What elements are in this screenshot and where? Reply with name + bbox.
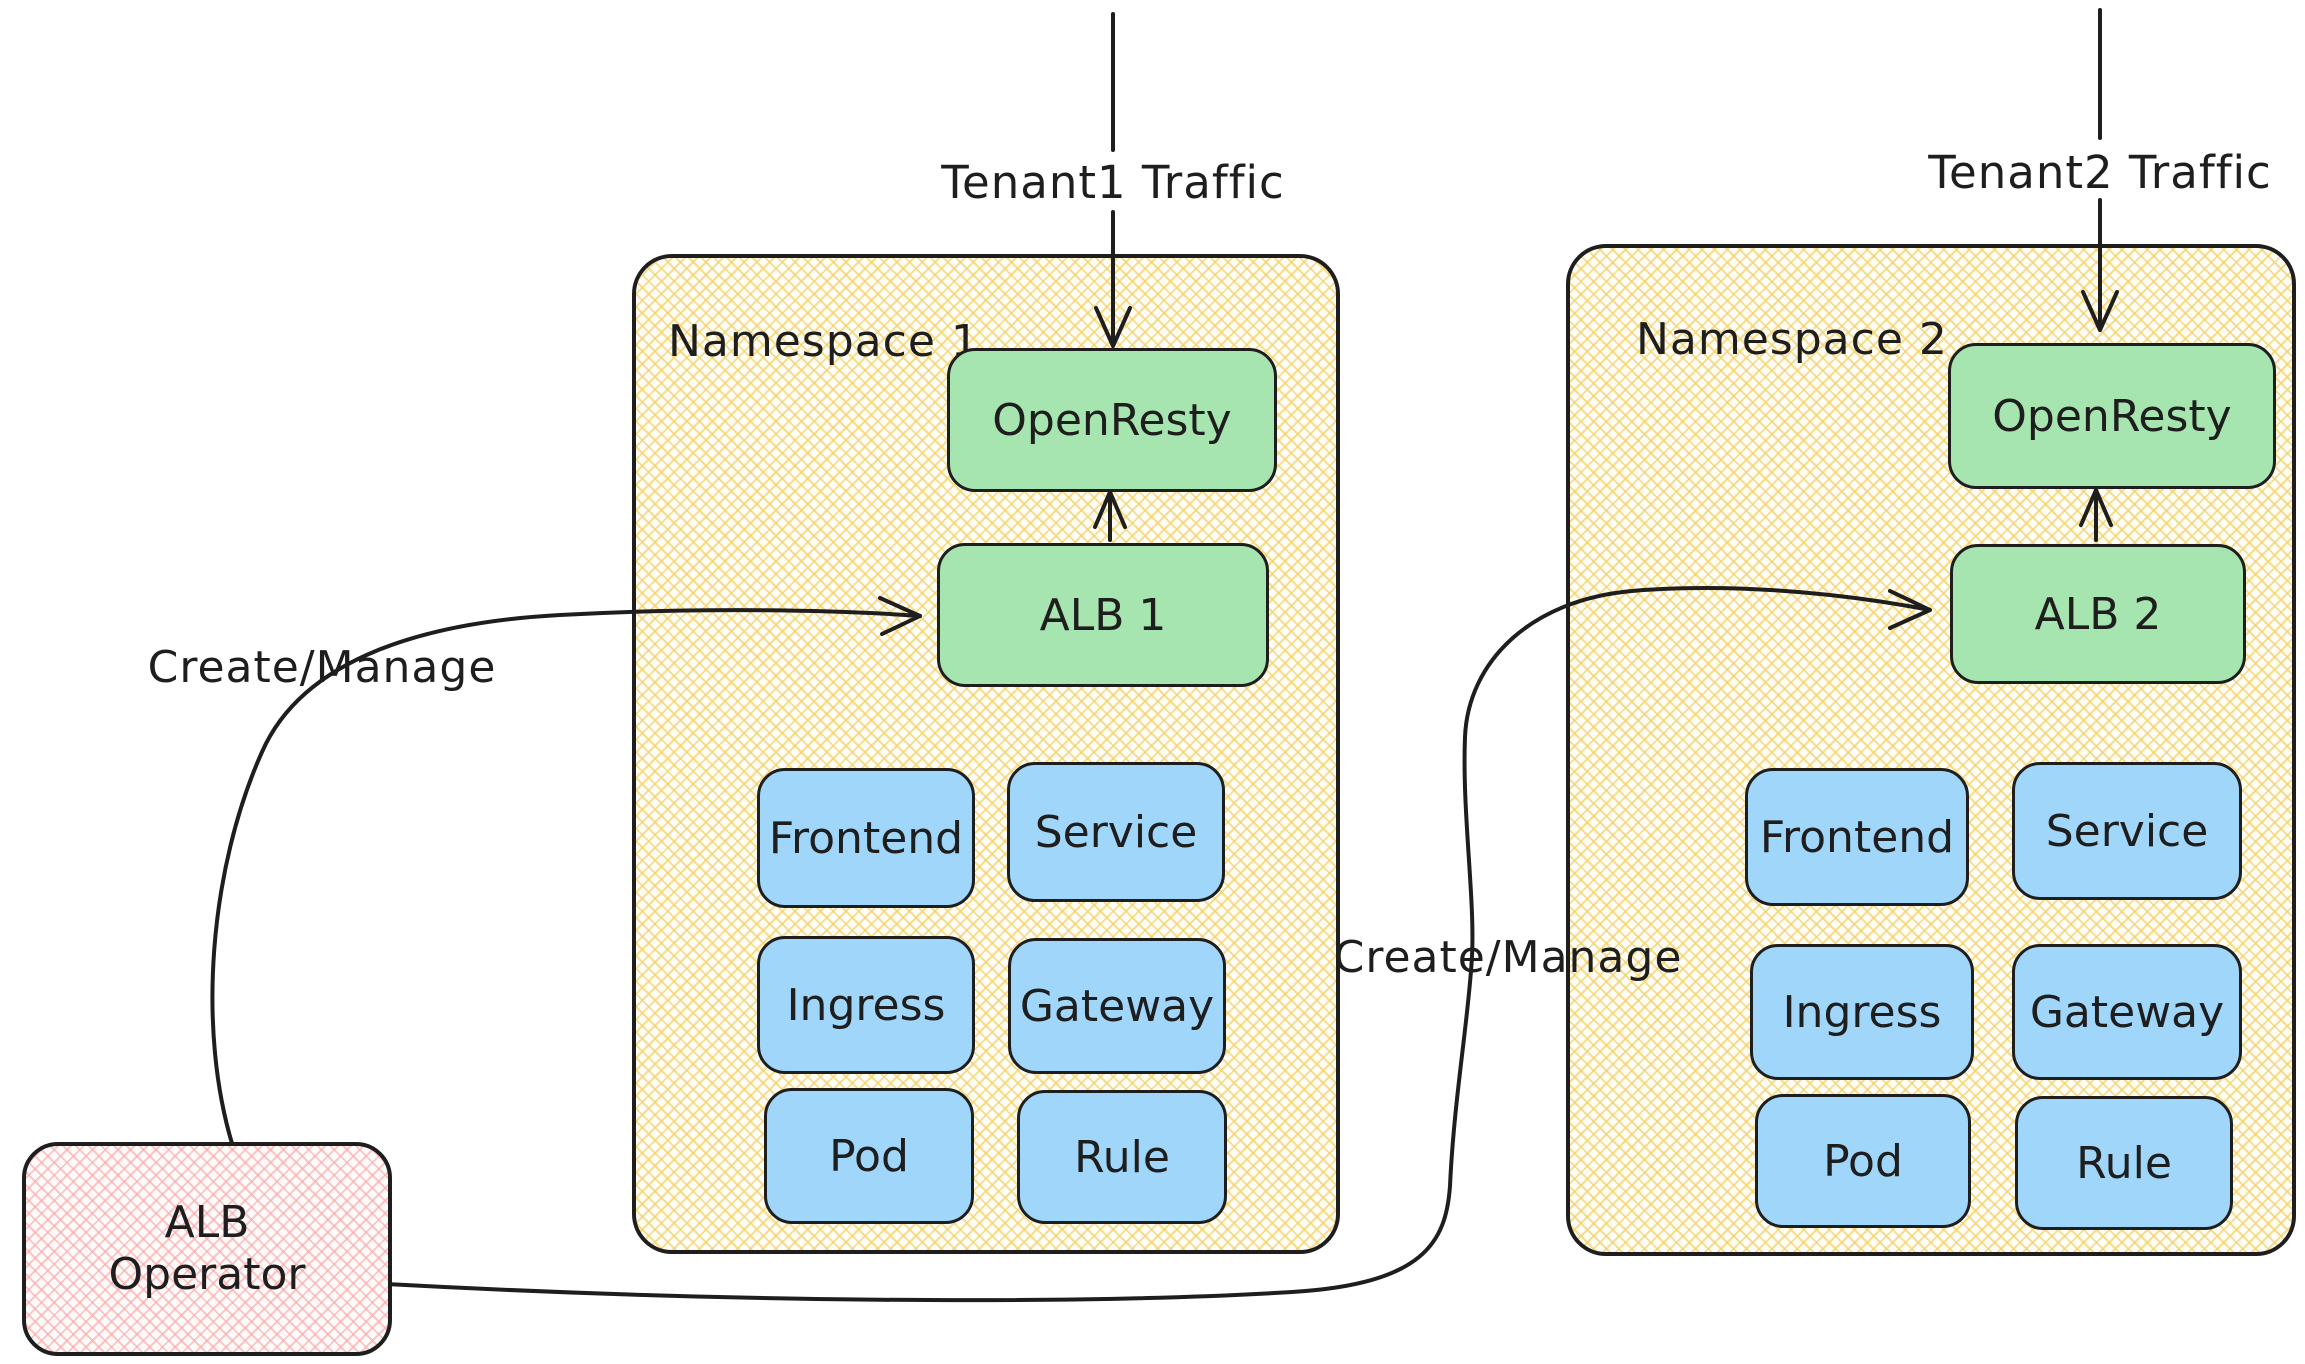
tenant2-traffic-arrow (2081, 8, 2119, 332)
tenant2-traffic-label: Tenant2 Traffic (1928, 146, 2272, 199)
frontend-box-ns2: Frontend (1745, 768, 1969, 906)
alb2-box: ALB 2 (1950, 544, 2246, 684)
rule-box-ns2: Rule (2015, 1096, 2233, 1230)
alb1-to-openresty-arrow (1093, 490, 1127, 542)
create-manage-left-label: Create/Manage (147, 642, 497, 693)
create-manage-right-label: Create/Manage (1333, 932, 1683, 983)
alb-operator-label-line2: Operator (108, 1249, 306, 1300)
frontend-box-ns1: Frontend (757, 768, 975, 908)
operator-to-alb2-arrow (384, 585, 1932, 1303)
namespace-1-title: Namespace 1 (668, 316, 980, 367)
openresty-box-ns1: OpenResty (947, 348, 1277, 492)
openresty-box-ns2: OpenResty (1948, 343, 2276, 489)
rule-box-ns1: Rule (1017, 1090, 1227, 1224)
pod-box-ns1: Pod (764, 1088, 974, 1224)
alb-operator-box: ALB Operator (22, 1142, 392, 1356)
namespace-2-title: Namespace 2 (1636, 314, 1948, 365)
alb2-to-openresty-arrow (2079, 488, 2113, 542)
alb1-box: ALB 1 (937, 543, 1269, 687)
service-box-ns1: Service (1007, 762, 1225, 902)
alb-operator-label-line1: ALB (164, 1197, 250, 1249)
operator-to-alb1-arrow (210, 596, 922, 1152)
service-box-ns2: Service (2012, 762, 2242, 900)
gateway-box-ns2: Gateway (2012, 944, 2242, 1080)
ingress-box-ns2: Ingress (1750, 944, 1974, 1080)
tenant1-traffic-arrow (1094, 12, 1132, 348)
ingress-box-ns1: Ingress (757, 936, 975, 1074)
pod-box-ns2: Pod (1755, 1094, 1971, 1228)
tenant1-traffic-label: Tenant1 Traffic (941, 156, 1285, 209)
gateway-box-ns1: Gateway (1008, 938, 1226, 1074)
